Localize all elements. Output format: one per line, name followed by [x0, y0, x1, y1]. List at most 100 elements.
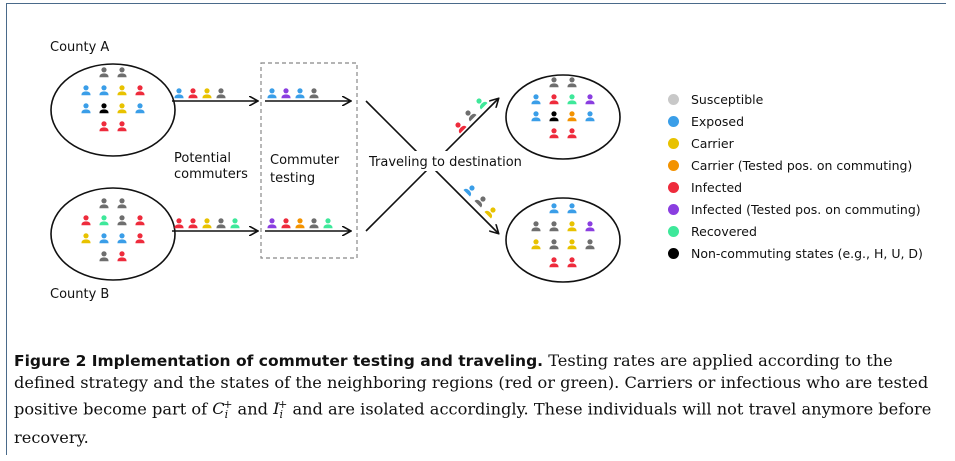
person-icon-recovered: [99, 215, 109, 226]
person-icon-carrier: [202, 88, 212, 99]
person-icon-susceptible: [99, 251, 109, 262]
person-icon-infected: [567, 128, 577, 139]
person-icon-exposed: [81, 85, 91, 96]
person-icon-exposed: [463, 185, 475, 197]
person-icon-infected: [281, 218, 291, 229]
person-icon-susceptible: [474, 196, 486, 208]
person-icon-susceptible: [465, 110, 477, 122]
destination-a-population: [505, 74, 621, 160]
potential-commuters-label-line1: Potential: [174, 151, 231, 166]
person-icon-susceptible: [309, 218, 319, 229]
person-icon-exposed: [295, 88, 305, 99]
person-icon-exposed: [531, 94, 541, 105]
person-icon-carrier: [202, 218, 212, 229]
figure-frame: [6, 3, 946, 455]
caption-title: Figure 2 Implementation of commuter test…: [14, 352, 544, 370]
person-icon-susceptible: [549, 77, 559, 88]
legend-swatch: [668, 203, 679, 215]
person-icon-susceptible: [585, 239, 595, 250]
destination-b-population: [505, 197, 621, 283]
person-icon-infected: [135, 85, 145, 96]
person-icon-susceptible: [531, 221, 541, 232]
person-icon-exposed: [174, 88, 184, 99]
person-icon-infected: [174, 218, 184, 229]
caption-text-2: and are isolated accordingly. These indi…: [14, 399, 932, 447]
person-icon-susceptible: [216, 88, 226, 99]
traveling-label: Traveling to destination: [368, 155, 522, 170]
person-icon-carrier-tested: [567, 111, 577, 122]
person-icon-infected-tested: [267, 218, 277, 229]
person-icon-exposed: [567, 203, 577, 214]
person-icon-infected-tested: [585, 221, 595, 232]
legend-item: Infected (Tested pos. on commuting): [668, 198, 923, 220]
commuter-testing-box: [260, 62, 358, 259]
legend-swatch: [668, 247, 679, 259]
person-icon-recovered: [476, 98, 488, 110]
person-icon-carrier: [484, 207, 496, 219]
person-icon-carrier: [567, 221, 577, 232]
person-icon-recovered: [323, 218, 333, 229]
legend-label: Carrier (Tested pos. on commuting): [691, 157, 913, 173]
person-icon-infected: [188, 88, 198, 99]
person-icon-infected: [549, 128, 559, 139]
person-icon-carrier: [81, 233, 91, 244]
legend-item: Infected: [668, 176, 923, 198]
person-icon-infected: [99, 121, 109, 132]
person-icon-infected: [135, 233, 145, 244]
person-icon-exposed: [585, 111, 595, 122]
county-a-label: County A: [50, 40, 109, 55]
legend-item: Exposed: [668, 110, 923, 132]
person-icon-exposed: [117, 233, 127, 244]
legend-label: Non-commuting states (e.g., H, U, D): [691, 245, 923, 261]
person-icon-carrier: [117, 103, 127, 114]
commuter-testing-label-line1: Commuter: [270, 153, 340, 168]
legend-swatch: [668, 115, 679, 127]
legend-label: Recovered: [691, 223, 757, 239]
person-icon-susceptible: [117, 198, 127, 209]
person-icon-infected: [81, 215, 91, 226]
person-icon-susceptible: [99, 198, 109, 209]
legend-label: Susceptible: [691, 91, 764, 107]
caption-c-plus: Ci+: [212, 398, 233, 422]
person-icon-carrier: [567, 239, 577, 250]
legend-swatch: [668, 137, 679, 149]
caption-rule: [6, 312, 8, 454]
potential-commuters-label-line2: commuters: [174, 167, 248, 182]
person-icon-infected: [135, 215, 145, 226]
legend-item: Susceptible: [668, 88, 923, 110]
people-layer: [81, 67, 595, 268]
legend-item: Recovered: [668, 220, 923, 242]
person-icon-exposed: [267, 88, 277, 99]
person-icon-recovered: [230, 218, 240, 229]
person-icon-exposed: [81, 103, 91, 114]
person-icon-non-commuting: [549, 111, 559, 122]
caption-and: and: [232, 399, 274, 419]
person-icon-susceptible: [117, 67, 127, 78]
county-a-population: [50, 63, 176, 157]
legend-label: Infected (Tested pos. on commuting): [691, 201, 921, 217]
person-icon-non-commuting: [99, 103, 109, 114]
person-icon-recovered: [567, 94, 577, 105]
person-icon-exposed: [549, 203, 559, 214]
person-icon-carrier: [531, 239, 541, 250]
person-icon-infected-tested: [281, 88, 291, 99]
person-icon-susceptible: [309, 88, 319, 99]
person-icon-infected: [567, 257, 577, 268]
person-icon-susceptible: [549, 239, 559, 250]
legend-swatch: [668, 93, 679, 105]
legend-item: Non-commuting states (e.g., H, U, D): [668, 242, 923, 264]
person-icon-susceptible: [117, 215, 127, 226]
commuter-testing-label-line2: testing: [270, 171, 315, 186]
person-icon-infected: [455, 122, 467, 134]
person-icon-exposed: [99, 85, 109, 96]
legend-swatch: [668, 159, 679, 171]
legend-swatch: [668, 181, 679, 193]
person-icon-susceptible: [567, 77, 577, 88]
person-icon-susceptible: [549, 221, 559, 232]
person-icon-susceptible: [99, 67, 109, 78]
person-icon-infected: [549, 257, 559, 268]
commuter-diagram: County A County B Potential commuters Co…: [50, 40, 621, 302]
legend-item: Carrier (Tested pos. on commuting): [668, 154, 923, 176]
county-b-label: County B: [50, 287, 109, 302]
